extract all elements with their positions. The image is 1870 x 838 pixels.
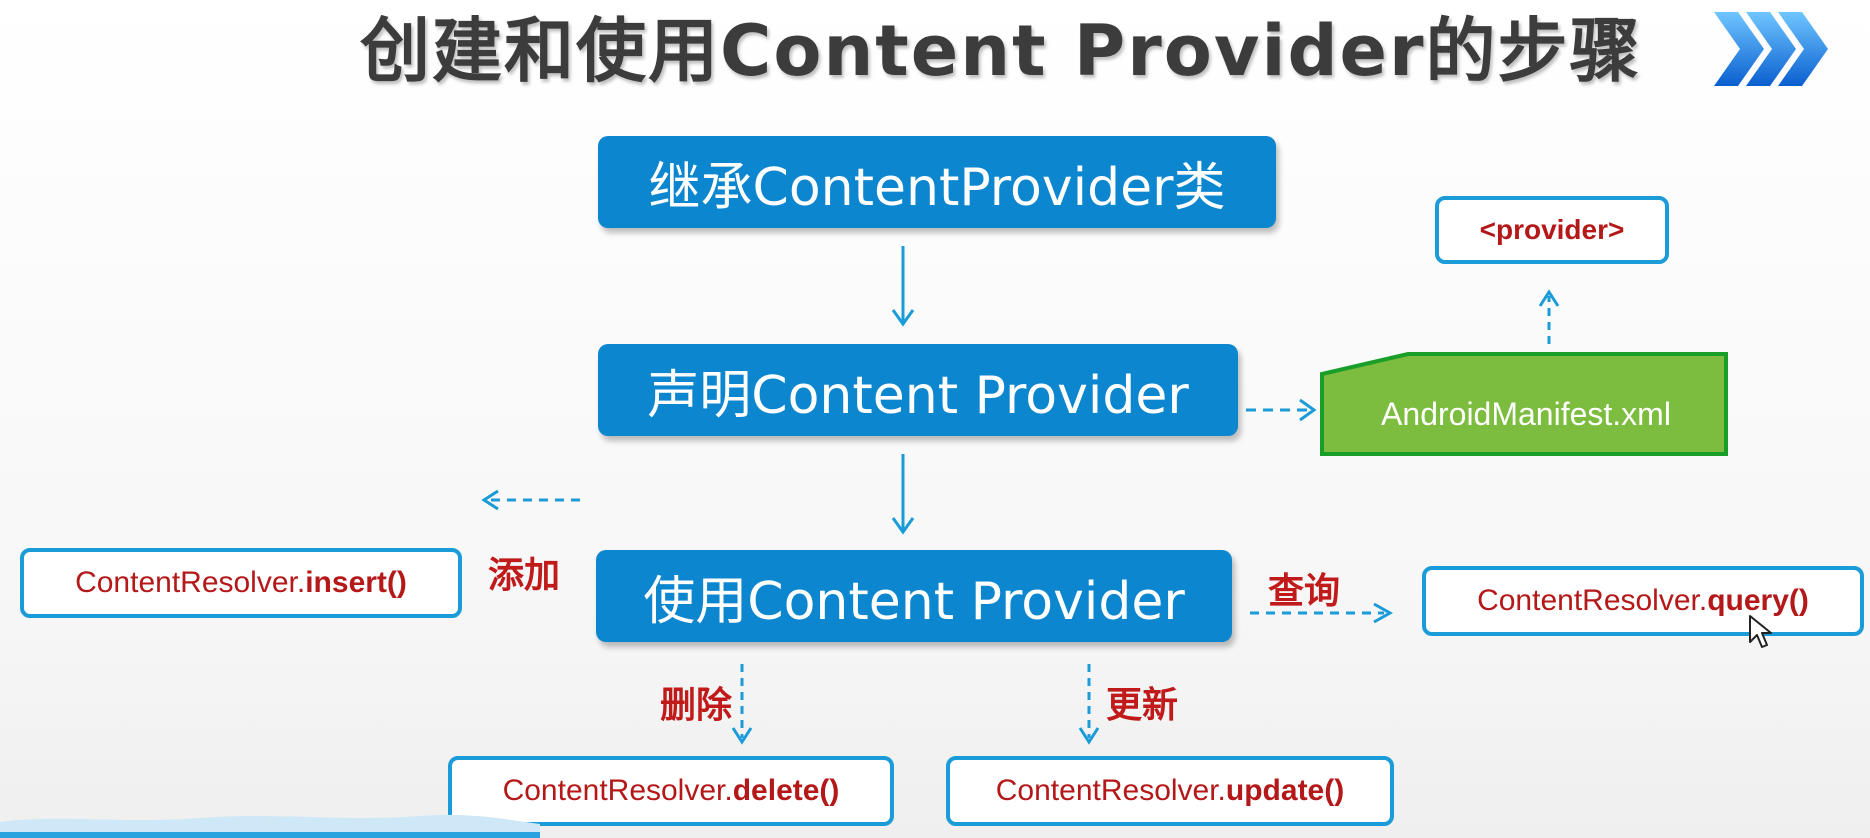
step-use-box: 使用Content Provider bbox=[596, 550, 1232, 642]
delete-method-box: ContentResolver.delete() bbox=[448, 756, 894, 826]
update-method-prefix: ContentResolver. bbox=[995, 774, 1226, 807]
update-op-label: 更新 bbox=[1106, 685, 1179, 726]
step-inherit-box: 继承ContentProvider类 bbox=[598, 136, 1276, 228]
query-method-name: query() bbox=[1707, 584, 1809, 617]
manifest-file-label: AndroidManifest.xml bbox=[1381, 395, 1671, 432]
page-title: 创建和使用Content Provider的步骤 bbox=[360, 10, 1642, 92]
delete-method-name: delete() bbox=[732, 774, 840, 807]
insert-method-box: ContentResolver.insert() bbox=[20, 548, 462, 618]
provider-tag-box: <provider> bbox=[1435, 196, 1669, 264]
bottom-wave-decoration bbox=[0, 814, 540, 838]
delete-method-prefix: ContentResolver. bbox=[502, 774, 733, 807]
manifest-file-shape bbox=[1320, 352, 1728, 456]
delete-op-label: 删除 bbox=[660, 685, 733, 726]
chevron-right-icon bbox=[1714, 12, 1828, 86]
insert-op-label: 添加 bbox=[488, 555, 561, 596]
insert-method-name: insert() bbox=[305, 566, 407, 599]
query-op-label: 查询 bbox=[1268, 571, 1341, 612]
update-method-name: update() bbox=[1225, 774, 1345, 807]
insert-method-prefix: ContentResolver. bbox=[75, 566, 306, 599]
query-method-box: ContentResolver.query() bbox=[1422, 566, 1864, 636]
query-method-prefix: ContentResolver. bbox=[1477, 584, 1708, 617]
step-declare-box: 声明Content Provider bbox=[598, 344, 1238, 436]
update-method-box: ContentResolver.update() bbox=[946, 756, 1394, 826]
mouse-cursor-icon bbox=[1749, 615, 1772, 648]
